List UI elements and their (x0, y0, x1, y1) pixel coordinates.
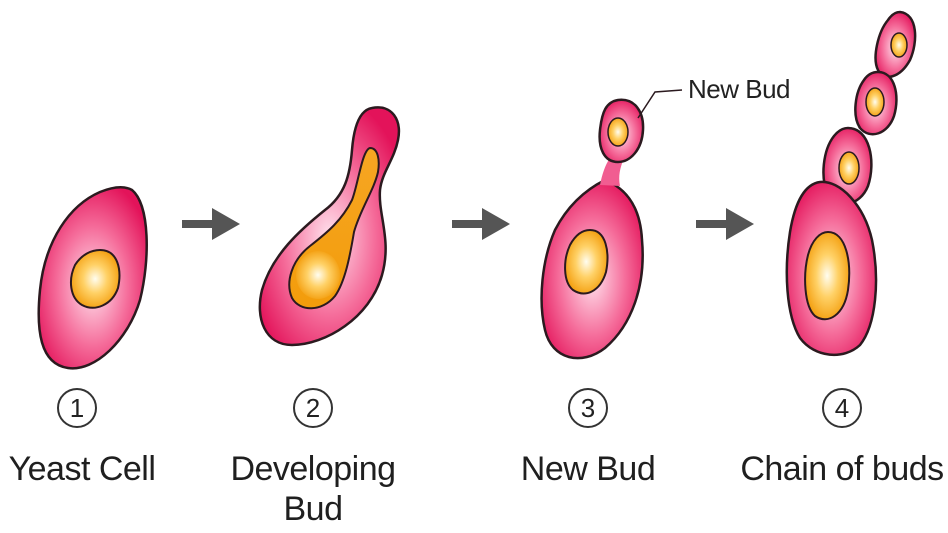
stage-3-new-bud (542, 90, 682, 358)
bud-nucleus (891, 33, 907, 57)
stage-label-3: New Bud (508, 450, 668, 488)
arrow-right-icon (452, 208, 510, 240)
stage-number-3: 3 (568, 388, 608, 428)
arrow-right-icon (182, 208, 240, 240)
stage-number-4: 4 (822, 388, 862, 428)
arrow-right-icon (696, 208, 754, 240)
stage-label-2-line2: Bud (228, 490, 398, 528)
bud-nucleus (866, 88, 884, 116)
stage-number-1: 1 (57, 388, 97, 428)
callout-leader-line (638, 90, 682, 118)
stage-label-1: Yeast Cell (2, 450, 162, 488)
stage-label-2-line1: Developing (228, 450, 398, 488)
nucleus (805, 232, 849, 319)
stage-number-2: 2 (293, 388, 333, 428)
stage-4-chain-of-buds (787, 12, 915, 355)
stage-label-4: Chain of buds (738, 450, 946, 488)
stage-1-yeast-cell (39, 187, 147, 368)
stage-2-developing-bud (260, 107, 399, 345)
bud-nucleus (839, 152, 859, 184)
bud-nucleus (608, 118, 628, 146)
callout-new-bud: New Bud (688, 74, 790, 105)
cell-body (260, 107, 399, 345)
